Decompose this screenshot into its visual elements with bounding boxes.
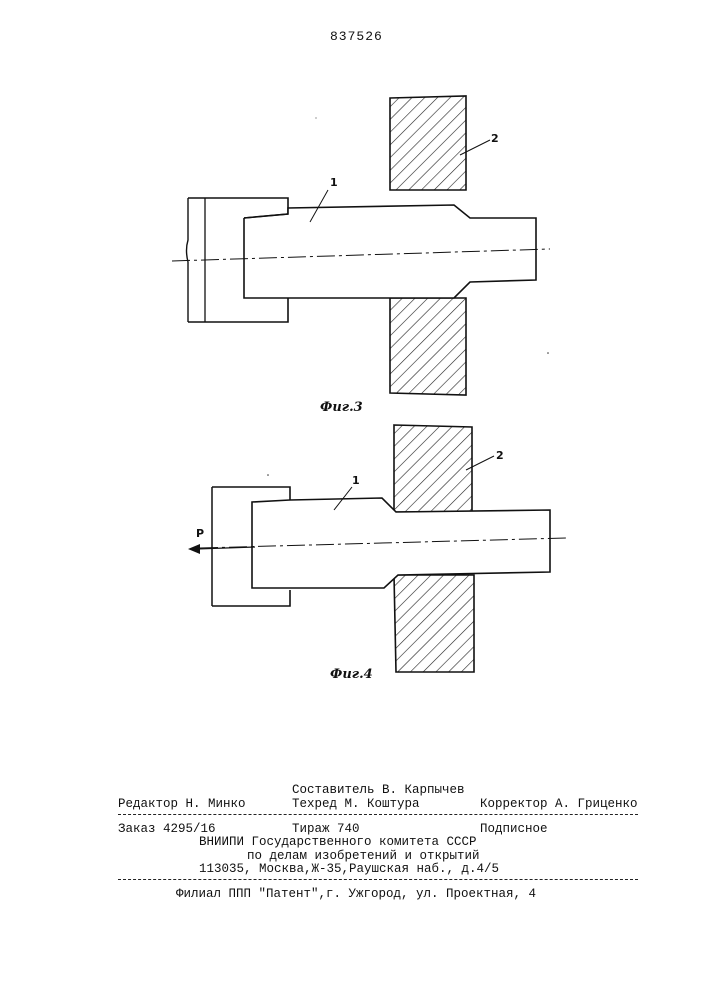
technical-drawing <box>0 0 707 700</box>
fig4-label-part-2: 2 <box>496 449 504 462</box>
order-line: Заказ 4295/16 <box>118 822 216 836</box>
fig4-die-lower <box>394 575 474 672</box>
circulation-line: Тираж 740 <box>292 822 360 836</box>
institute-line: ВНИИПИ Государственного комитета СССР <box>199 835 477 849</box>
fig4-workpiece <box>252 498 550 588</box>
fig4-die-upper <box>394 425 472 512</box>
divider-bottom <box>118 879 638 880</box>
fig3-label-part-1: 1 <box>330 176 338 189</box>
tech-editor-line: Техред М. Коштура <box>292 797 420 811</box>
fig3-caption: Фиг.3 <box>320 400 363 415</box>
branch-line: Филиал ППП "Патент",г. Ужгород, ул. Прое… <box>176 887 536 901</box>
fig4-label-part-1: 1 <box>352 474 360 487</box>
fig3-workpiece <box>244 205 536 298</box>
address-line: 113035, Москва,Ж-35,Раушская наб., д.4/5 <box>199 862 499 876</box>
compiler-line: Составитель В. Карпычев <box>292 783 465 797</box>
force-label-p: P <box>196 527 204 540</box>
fig3-die-lower <box>390 298 466 395</box>
institute-line-2: по делам изобретений и открытий <box>247 849 480 863</box>
subscription-line: Подписное <box>480 822 548 836</box>
corrector-line: Корректор А. Гриценко <box>480 797 638 811</box>
fig3-die-upper <box>390 96 466 190</box>
force-arrowhead <box>188 544 200 554</box>
figure-4 <box>188 425 566 672</box>
fig3-label-part-2: 2 <box>491 132 499 145</box>
fig4-caption: Фиг.4 <box>330 667 373 682</box>
editor-line: Редактор Н. Минко <box>118 797 246 811</box>
divider-top <box>118 814 638 815</box>
